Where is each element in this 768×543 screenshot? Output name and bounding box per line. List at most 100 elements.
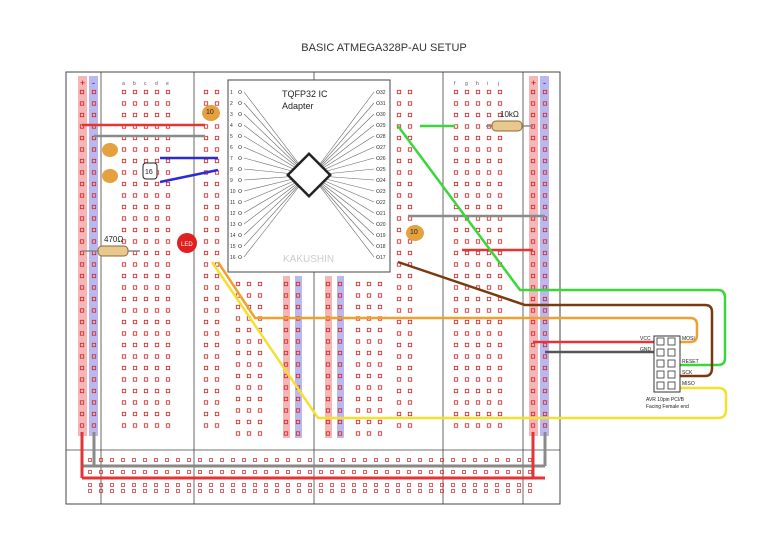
breadboard-hole xyxy=(407,147,413,152)
breadboard-hole xyxy=(542,227,548,233)
breadboard-hole xyxy=(91,423,97,428)
breadboard-hole xyxy=(214,354,220,359)
header-pin xyxy=(667,370,676,379)
breadboard-hole xyxy=(143,227,149,233)
breadboard-hole xyxy=(242,470,246,474)
breadboard-hole xyxy=(530,147,536,152)
breadboard-hole xyxy=(407,170,413,175)
breadboard-hole xyxy=(530,204,536,210)
breadboard-hole xyxy=(319,483,323,487)
breadboard-hole xyxy=(121,411,127,417)
breadboard-hole xyxy=(377,373,383,379)
breadboard-hole xyxy=(308,489,312,493)
breadboard-hole xyxy=(407,89,413,95)
breadboard-hole xyxy=(475,296,481,302)
breadboard-hole xyxy=(542,331,548,336)
breadboard-hole xyxy=(209,489,213,493)
breadboard-hole xyxy=(121,483,125,487)
breadboard-hole xyxy=(220,458,224,462)
breadboard-hole xyxy=(132,147,138,152)
breadboard-hole xyxy=(418,483,422,487)
breadboard-hole xyxy=(308,483,312,487)
breadboard-hole xyxy=(475,400,481,405)
adapter-pin xyxy=(238,101,242,105)
breadboard-hole xyxy=(165,331,171,336)
breadboard-hole xyxy=(214,319,220,325)
breadboard-hole xyxy=(295,431,301,436)
breadboard-hole xyxy=(486,262,492,267)
breadboard-hole xyxy=(464,89,470,95)
breadboard-hole xyxy=(143,489,147,493)
breadboard-hole xyxy=(154,331,160,336)
breadboard-hole xyxy=(264,470,268,474)
breadboard-hole xyxy=(143,319,149,325)
breadboard-hole xyxy=(396,239,402,244)
breadboard-hole xyxy=(203,377,209,382)
breadboard-hole xyxy=(121,273,127,279)
breadboard-hole xyxy=(132,239,138,244)
wire-green-mosi xyxy=(396,125,727,367)
breadboard-hole xyxy=(464,239,470,244)
breadboard-hole xyxy=(530,135,536,141)
adapter-pin-number: 4 xyxy=(230,123,233,129)
breadboard-hole xyxy=(235,362,241,367)
breadboard-hole xyxy=(110,458,114,462)
breadboard-hole xyxy=(542,193,548,198)
breadboard-hole xyxy=(91,262,97,267)
breadboard-hole xyxy=(203,204,209,210)
breadboard-hole xyxy=(486,204,492,210)
breadboard-hole xyxy=(154,423,160,428)
breadboard-hole xyxy=(330,483,334,487)
adapter-pin xyxy=(238,233,242,237)
header-pin xyxy=(667,337,676,346)
breadboard-hole xyxy=(154,342,160,348)
breadboard-hole xyxy=(257,350,263,356)
breadboard-hole xyxy=(542,388,548,394)
breadboard-hole xyxy=(165,158,171,164)
breadboard-hole xyxy=(79,377,85,382)
breadboard-hole xyxy=(297,483,301,487)
breadboard-hole xyxy=(165,239,171,244)
breadboard-hole xyxy=(396,470,400,474)
breadboard-hole xyxy=(462,489,466,493)
breadboard-hole xyxy=(132,170,138,175)
breadboard-hole xyxy=(79,365,85,371)
breadboard-hole xyxy=(275,470,279,474)
breadboard-hole xyxy=(497,239,503,244)
breadboard-hole xyxy=(257,396,263,402)
breadboard-hole xyxy=(198,483,202,487)
breadboard-hole xyxy=(209,483,213,487)
breadboard-hole xyxy=(132,308,138,313)
breadboard-hole xyxy=(143,400,149,405)
breadboard-hole xyxy=(486,319,492,325)
breadboard-hole xyxy=(464,296,470,302)
adapter-trace xyxy=(319,135,375,171)
column-letter: i xyxy=(487,81,488,87)
breadboard-hole xyxy=(214,216,220,221)
header-pin xyxy=(656,337,665,346)
breadboard-hole xyxy=(475,181,481,187)
rail-sign-plus: + xyxy=(80,78,85,88)
breadboard-hole xyxy=(214,285,220,290)
breadboard-hole xyxy=(462,483,466,487)
breadboard-hole xyxy=(121,170,127,175)
adapter-trace xyxy=(243,178,300,203)
adapter-trace xyxy=(319,181,375,225)
breadboard-hole xyxy=(363,470,367,474)
breadboard-hole xyxy=(366,373,372,379)
breadboard-hole xyxy=(79,216,85,221)
breadboard-hole xyxy=(203,365,209,371)
breadboard-hole xyxy=(198,489,202,493)
breadboard-hole xyxy=(187,458,191,462)
adapter-pin-number: 26 xyxy=(380,156,386,162)
breadboard-hole xyxy=(453,273,459,279)
breadboard-hole xyxy=(91,204,97,210)
breadboard-hole xyxy=(91,170,97,175)
breadboard-hole xyxy=(530,227,536,233)
breadboard-hole xyxy=(154,239,160,244)
breadboard-hole xyxy=(497,319,503,325)
breadboard-hole xyxy=(352,458,356,462)
breadboard-hole xyxy=(203,158,209,164)
breadboard-hole xyxy=(295,281,301,287)
